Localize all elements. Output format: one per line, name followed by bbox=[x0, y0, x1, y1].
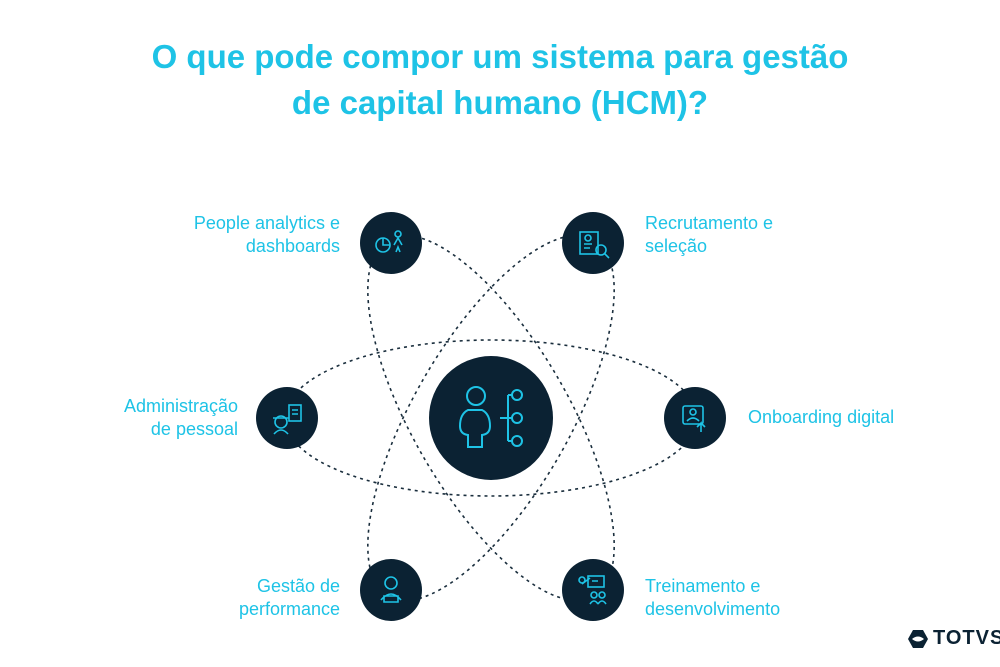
profile-upload-icon bbox=[682, 405, 706, 432]
presentation-icon bbox=[578, 575, 607, 605]
node-people-analytics bbox=[360, 212, 422, 274]
label-line: People analytics e bbox=[193, 213, 340, 233]
title-line-2: de capital humano (HCM)? bbox=[291, 84, 709, 121]
label-line: Recrutamento e bbox=[645, 213, 774, 233]
label-line: performance bbox=[238, 599, 340, 619]
resume-search-icon bbox=[579, 231, 610, 259]
page-title: O que pode compor um sistema para gestão… bbox=[0, 34, 1000, 126]
label-line: de pessoal bbox=[150, 419, 238, 439]
label-people-analytics: People analytics e dashboards bbox=[140, 212, 340, 258]
label-line: seleção bbox=[645, 236, 708, 256]
totvs-logo-icon bbox=[908, 629, 928, 648]
person-laptop-icon bbox=[380, 576, 402, 603]
totvs-logo: TOTVS bbox=[907, 627, 1000, 650]
label-line: Administração bbox=[123, 396, 238, 416]
node-performance bbox=[360, 559, 422, 621]
title-line-1: O que pode compor um sistema para gestão bbox=[151, 38, 849, 75]
node-recrutamento bbox=[562, 212, 624, 274]
chart-people-icon bbox=[375, 230, 403, 253]
label-line: Gestão de bbox=[256, 576, 340, 596]
label-onboarding: Onboarding digital bbox=[748, 406, 968, 429]
worker-clipboard-icon bbox=[273, 404, 302, 435]
label-line: dashboards bbox=[245, 236, 340, 256]
node-treinamento bbox=[562, 559, 624, 621]
label-administracao: Administração de pessoal bbox=[40, 395, 238, 441]
label-line: Treinamento e bbox=[645, 576, 761, 596]
label-line: desenvolvimento bbox=[645, 599, 781, 619]
label-line: Onboarding digital bbox=[748, 407, 895, 427]
label-performance: Gestão de performance bbox=[140, 575, 340, 621]
hcm-person-network-icon bbox=[458, 386, 523, 448]
center-hub bbox=[429, 356, 553, 480]
label-recrutamento: Recrutamento e seleção bbox=[645, 212, 865, 258]
totvs-logo-text: TOTVS bbox=[933, 627, 1000, 649]
label-treinamento: Treinamento e desenvolvimento bbox=[645, 575, 865, 621]
